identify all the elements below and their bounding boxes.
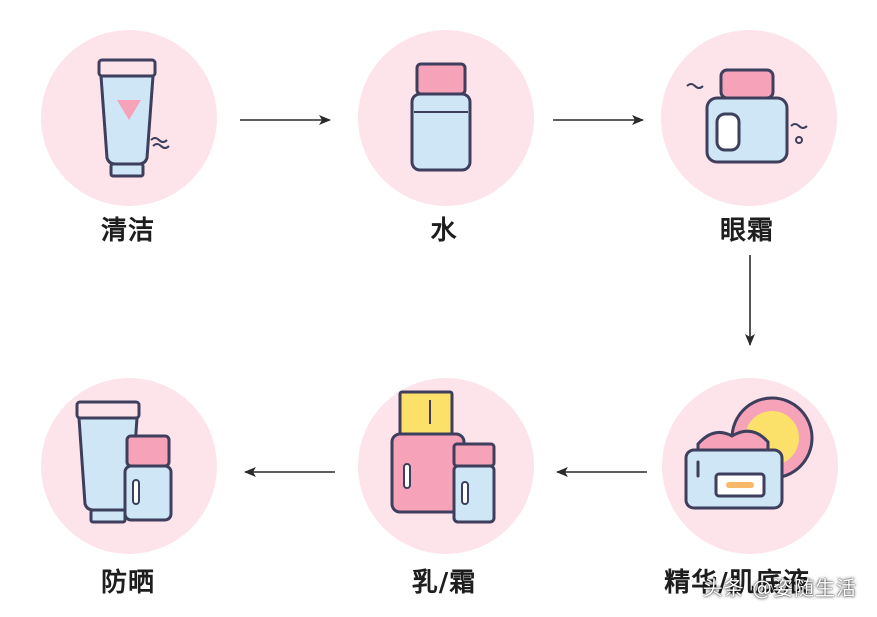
serum-cream-jar-icon [684, 396, 814, 510]
step-lotion-label: 乳/霜 [411, 568, 477, 598]
sunscreen-tube-icon [75, 400, 173, 524]
watermark-text: 头条 @姿随生活 [702, 576, 857, 600]
step-toner-circle [358, 30, 534, 206]
step-cleanse-circle [41, 30, 217, 206]
step-serum-label: 精华/肌底液 [664, 568, 810, 598]
step-sunscreen-label: 防晒 [100, 568, 155, 598]
lotion-cream-bottles-icon [390, 390, 496, 524]
step-eyecream-label: 眼霜 [719, 216, 774, 246]
cleanser-tube-icon [97, 58, 170, 178]
step-serum-circle [662, 378, 838, 554]
step-toner-label: 水 [430, 216, 458, 246]
step-sunscreen-circle [41, 378, 217, 554]
step-cleanse-label: 清洁 [100, 216, 155, 246]
step-eyecream-circle [661, 30, 837, 206]
toner-bottle-icon [410, 62, 472, 172]
step-lotion-circle [358, 378, 534, 554]
eye-cream-jar-icon [686, 68, 808, 164]
